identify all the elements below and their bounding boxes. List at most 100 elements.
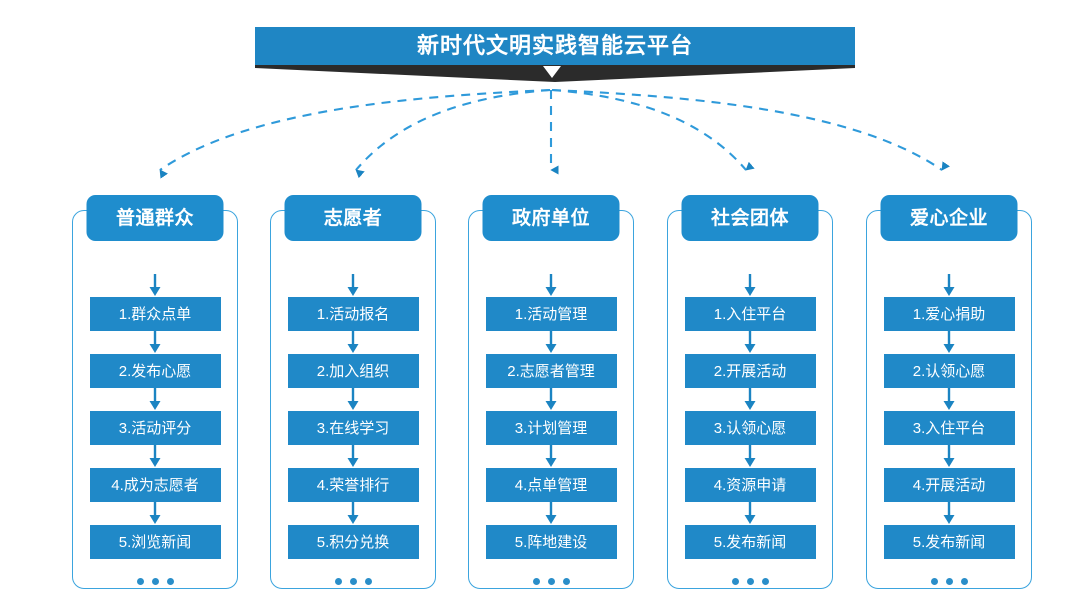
- arrow-down-icon: [347, 331, 359, 353]
- arrow-down-icon: [545, 502, 557, 524]
- list-item[interactable]: 5.积分兑换: [287, 525, 419, 559]
- list-item[interactable]: 1.群众点单: [89, 297, 221, 331]
- arrow-down-icon: [744, 331, 756, 353]
- list-item[interactable]: 1.爱心捐助: [883, 297, 1015, 331]
- column-body: 1.活动管理 2.志愿者管理 3.计划管理 4.点单管理 5.阵地建设: [469, 274, 633, 585]
- list-item-label: 4.点单管理: [514, 476, 588, 494]
- list-item-label: 2.志愿者管理: [507, 362, 595, 380]
- list-item[interactable]: 3.认领心愿: [684, 411, 816, 445]
- connector-to-social-group: [551, 88, 755, 171]
- column-header-government-unit[interactable]: 政府单位: [482, 195, 620, 241]
- list-item[interactable]: 2.开展活动: [684, 354, 816, 388]
- ellipsis-dot: [532, 578, 540, 585]
- list-item-label: 5.积分兑换: [316, 533, 390, 551]
- list-item-label: 3.入住平台: [912, 419, 986, 437]
- chevron-down-icon: [543, 66, 561, 78]
- ellipsis-dot: [349, 578, 357, 585]
- list-item[interactable]: 2.志愿者管理: [485, 354, 617, 388]
- ellipsis-dot: [945, 578, 953, 585]
- entry-arrow-volunteer: [347, 274, 359, 296]
- ellipsis-dot: [746, 578, 754, 585]
- more-items-ellipsis: [334, 578, 372, 585]
- list-item[interactable]: 4.荣誉排行: [287, 468, 419, 502]
- column-header-general-public[interactable]: 普通群众: [86, 195, 224, 241]
- list-item[interactable]: 2.发布心愿: [89, 354, 221, 388]
- ellipsis-dot: [547, 578, 555, 585]
- list-item[interactable]: 5.浏览新闻: [89, 525, 221, 559]
- column-header-label: 爱心企业: [909, 207, 988, 229]
- arrow-down-icon: [149, 388, 161, 410]
- connector-to-volunteer: [355, 88, 551, 179]
- list-item-label: 1.活动报名: [316, 305, 390, 323]
- list-item-label: 1.群众点单: [118, 305, 192, 323]
- list-item-label: 4.成为志愿者: [111, 476, 199, 494]
- entry-arrow-government-unit: [545, 274, 557, 296]
- list-item-label: 1.入住平台: [713, 305, 787, 323]
- list-item[interactable]: 3.在线学习: [287, 411, 419, 445]
- arrow-down-icon: [347, 502, 359, 524]
- arrow-down-icon: [149, 331, 161, 353]
- ellipsis-dot: [364, 578, 372, 585]
- arrow-down-icon: [744, 445, 756, 467]
- list-item[interactable]: 4.点单管理: [485, 468, 617, 502]
- list-item-label: 4.资源申请: [713, 476, 787, 494]
- list-item-label: 2.加入组织: [316, 362, 390, 380]
- column-header-volunteer[interactable]: 志愿者: [284, 195, 422, 241]
- list-item-label: 4.开展活动: [912, 476, 986, 494]
- entry-arrow-social-group: [744, 274, 756, 296]
- list-item-label: 1.爱心捐助: [912, 305, 986, 323]
- column-body: 1.活动报名 2.加入组织 3.在线学习 4.荣誉排行 5.积分兑换: [271, 274, 435, 585]
- list-item[interactable]: 2.认领心愿: [883, 354, 1015, 388]
- column-volunteer: 志愿者 1.活动报名 2.加入组织 3.在线学习 4.荣誉排行 5.积分兑换: [270, 195, 436, 589]
- list-item-label: 5.浏览新闻: [118, 533, 192, 551]
- page-title: 新时代文明实践智能云平台: [416, 33, 693, 58]
- ellipsis-dot: [930, 578, 938, 585]
- list-item[interactable]: 4.成为志愿者: [89, 468, 221, 502]
- list-item[interactable]: 5.发布新闻: [684, 525, 816, 559]
- ellipsis-dot: [166, 578, 174, 585]
- connector-to-general-public: [159, 88, 551, 179]
- ellipsis-dot: [960, 578, 968, 585]
- more-items-ellipsis: [930, 578, 968, 585]
- arrow-down-icon: [347, 388, 359, 410]
- arrow-down-icon: [347, 445, 359, 467]
- list-item[interactable]: 1.活动管理: [485, 297, 617, 331]
- column-header-charity-enterprise[interactable]: 爱心企业: [880, 195, 1018, 241]
- ellipsis-dot: [151, 578, 159, 585]
- list-item[interactable]: 5.阵地建设: [485, 525, 617, 559]
- column-government-unit: 政府单位 1.活动管理 2.志愿者管理 3.计划管理 4.点单管理 5.阵地建设: [468, 195, 634, 589]
- column-social-group: 社会团体 1.入住平台 2.开展活动 3.认领心愿 4.资源申请 5.发布新闻: [667, 195, 833, 589]
- entry-arrow-charity-enterprise: [943, 274, 955, 296]
- list-item-label: 3.活动评分: [118, 419, 192, 437]
- column-body: 1.入住平台 2.开展活动 3.认领心愿 4.资源申请 5.发布新闻: [668, 274, 832, 585]
- list-item-label: 3.认领心愿: [713, 419, 787, 437]
- list-item-label: 5.发布新闻: [912, 533, 986, 551]
- arrow-down-icon: [943, 502, 955, 524]
- list-item[interactable]: 2.加入组织: [287, 354, 419, 388]
- column-header-social-group[interactable]: 社会团体: [681, 195, 819, 241]
- list-item[interactable]: 3.活动评分: [89, 411, 221, 445]
- column-header-label: 志愿者: [323, 207, 383, 229]
- column-header-label: 普通群众: [115, 207, 194, 229]
- list-item[interactable]: 4.开展活动: [883, 468, 1015, 502]
- list-item-label: 2.开展活动: [713, 362, 787, 380]
- list-item-label: 3.计划管理: [514, 419, 588, 437]
- list-item[interactable]: 3.入住平台: [883, 411, 1015, 445]
- list-item[interactable]: 5.发布新闻: [883, 525, 1015, 559]
- column-charity-enterprise: 爱心企业 1.爱心捐助 2.认领心愿 3.入住平台 4.开展活动 5.发布新闻: [866, 195, 1032, 589]
- column-header-label: 社会团体: [710, 207, 789, 229]
- list-item[interactable]: 1.入住平台: [684, 297, 816, 331]
- list-item-label: 5.发布新闻: [713, 533, 787, 551]
- list-item[interactable]: 1.活动报名: [287, 297, 419, 331]
- more-items-ellipsis: [136, 578, 174, 585]
- list-item-label: 1.活动管理: [514, 305, 588, 323]
- arrow-down-icon: [943, 388, 955, 410]
- arrow-down-icon: [545, 388, 557, 410]
- more-items-ellipsis: [731, 578, 769, 585]
- arrow-down-icon: [744, 502, 756, 524]
- ellipsis-dot: [334, 578, 342, 585]
- list-item[interactable]: 3.计划管理: [485, 411, 617, 445]
- connector-to-charity-enterprise: [551, 88, 950, 171]
- list-item[interactable]: 4.资源申请: [684, 468, 816, 502]
